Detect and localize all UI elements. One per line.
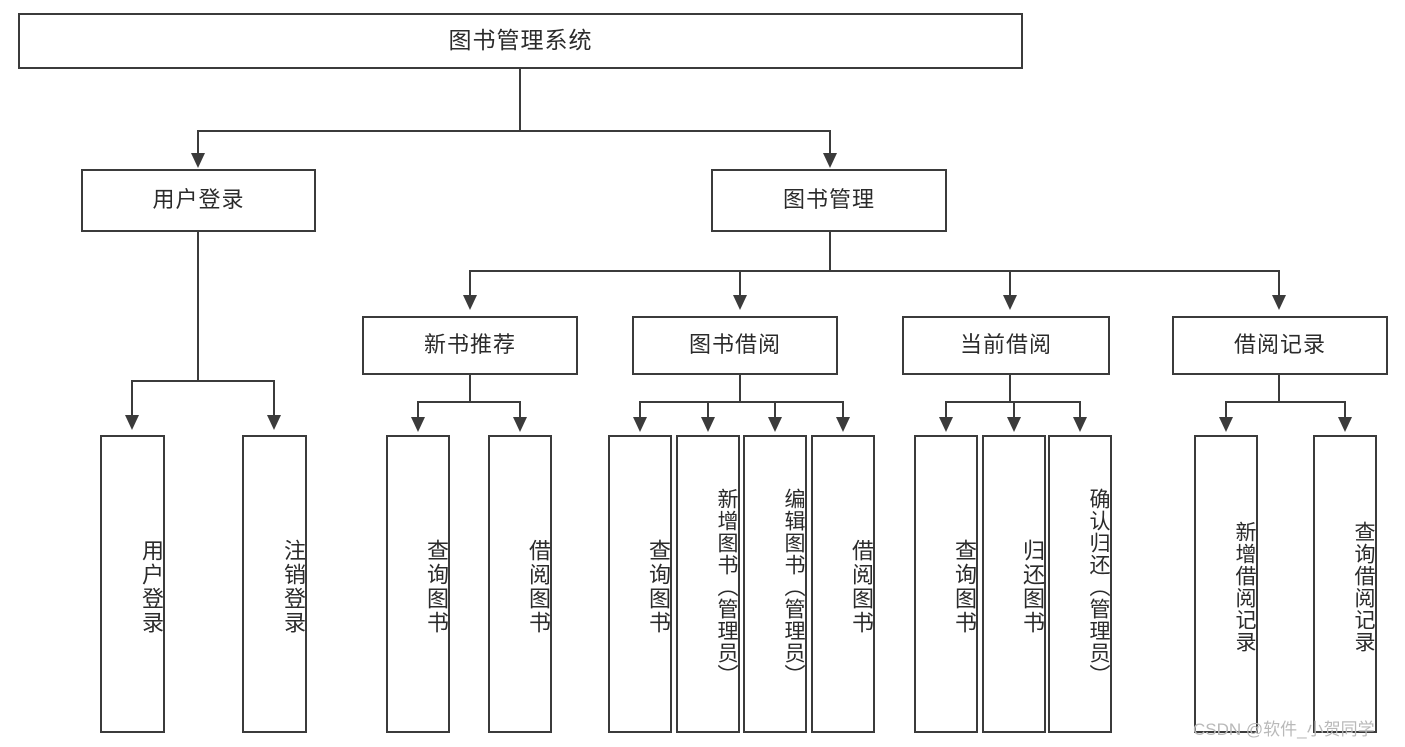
connector-user-login-to-leaf-2 [273,380,275,417]
node-label: 新书推荐 [423,332,516,358]
node-label: 归还图书 [1020,539,1045,635]
connector-borrow-record-bus [1226,401,1346,403]
arrowhead-book-borrow [733,295,747,310]
leaf-br-query-record[interactable]: 查询借阅记录 [1313,435,1377,733]
connector-book-borrow-stem [739,375,741,402]
leaf-bb-query-book[interactable]: 查询图书 [608,435,672,733]
node-label: 新增图书（管理员） [715,488,738,686]
node-label: 用户登录 [152,187,245,213]
node-current-borrow[interactable]: 当前借阅 [902,316,1110,375]
connector-br-leaf-2 [1344,401,1346,419]
node-label: 查询图书 [646,539,671,635]
arrowhead-new-book-recommend [463,295,477,310]
leaf-bb-edit-book-admin[interactable]: 编辑图书（管理员） [743,435,807,733]
arrowhead-root-to-user-login [191,153,205,168]
connector-cb-leaf-2 [1013,401,1015,419]
connector-root-bus [198,130,831,132]
arrowhead-root-to-book-management [823,153,837,168]
leaf-bb-add-book-admin[interactable]: 新增图书（管理员） [676,435,740,733]
connector-bb-leaf-1 [639,401,641,419]
node-label: 用户登录 [139,539,164,635]
connector-current-borrow-stem [1009,375,1011,402]
connector-book-borrow-bus [640,401,843,403]
node-new-book-recommend[interactable]: 新书推荐 [362,316,578,375]
arrowhead-br-leaf-1 [1219,417,1233,432]
node-book-management[interactable]: 图书管理 [711,169,947,232]
node-label: 新增借阅记录 [1233,521,1256,653]
node-label: 查询借阅记录 [1352,521,1375,653]
node-label: 注销登录 [281,539,306,635]
node-book-borrow[interactable]: 图书借阅 [632,316,838,375]
node-borrow-record[interactable]: 借阅记录 [1172,316,1388,375]
node-label: 确认归还（管理员） [1087,488,1110,686]
connector-borrow-record-stem [1278,375,1280,402]
arrowhead-cb-leaf-3 [1073,417,1087,432]
connector-new-book-recommend-stem [469,375,471,402]
arrowhead-user-login-leaf-1 [125,415,139,430]
node-label: 图书借阅 [688,332,781,358]
connector-to-borrow-record [1278,270,1280,297]
connector-cb-leaf-3 [1079,401,1081,419]
connector-book-management-stem [829,232,831,272]
arrowhead-borrow-record [1272,295,1286,310]
arrowhead-bb-leaf-4 [836,417,850,432]
arrowhead-cb-leaf-2 [1007,417,1021,432]
leaf-user-login-logout[interactable]: 注销登录 [242,435,307,733]
leaf-user-login-login[interactable]: 用户登录 [100,435,165,733]
node-label: 图书管理系统 [448,27,593,54]
connector-bb-leaf-2 [707,401,709,419]
node-root-book-management-system[interactable]: 图书管理系统 [18,13,1023,69]
leaf-nbr-borrow-book[interactable]: 借阅图书 [488,435,552,733]
connector-bb-leaf-3 [774,401,776,419]
arrowhead-nbr-leaf-1 [411,417,425,432]
connector-nbr-leaf-1 [417,401,419,419]
connector-bb-leaf-4 [842,401,844,419]
node-label: 查询图书 [952,539,977,635]
connector-user-login-to-leaf-1 [131,380,133,417]
arrowhead-bb-leaf-3 [768,417,782,432]
leaf-nbr-query-book[interactable]: 查询图书 [386,435,450,733]
arrowhead-bb-leaf-1 [633,417,647,432]
node-label: 借阅记录 [1233,332,1326,358]
arrowhead-user-login-leaf-2 [267,415,281,430]
arrowhead-br-leaf-2 [1338,417,1352,432]
connector-nbr-leaf-2 [519,401,521,419]
connector-to-current-borrow [1009,270,1011,297]
node-label: 图书管理 [782,187,875,213]
leaf-bb-borrow-book[interactable]: 借阅图书 [811,435,875,733]
leaf-cb-return-book[interactable]: 归还图书 [982,435,1046,733]
node-label: 当前借阅 [959,332,1052,358]
leaf-cb-confirm-return-admin[interactable]: 确认归还（管理员） [1048,435,1112,733]
arrowhead-cb-leaf-1 [939,417,953,432]
csdn-watermark: CSDN @软件_小贺同学 [1193,715,1375,740]
connector-root-stem [519,69,521,131]
leaf-br-add-record[interactable]: 新增借阅记录 [1194,435,1258,733]
connector-new-book-recommend-bus [418,401,521,403]
connector-root-to-book-management [829,130,831,156]
node-label: 编辑图书（管理员） [782,488,805,686]
node-label: 查询图书 [424,539,449,635]
node-label: 借阅图书 [849,539,874,635]
connector-user-login-bus [132,380,274,382]
connector-br-leaf-1 [1225,401,1227,419]
arrowhead-nbr-leaf-2 [513,417,527,432]
watermark-label: CSDN @软件_小贺同学 [1193,720,1375,739]
connector-root-to-user-login [197,130,199,156]
leaf-cb-query-book[interactable]: 查询图书 [914,435,978,733]
arrowhead-bb-leaf-2 [701,417,715,432]
connector-to-new-book-recommend [469,270,471,297]
connector-level3-bus [469,270,1280,272]
node-label: 借阅图书 [526,539,551,635]
arrowhead-current-borrow [1003,295,1017,310]
connector-to-book-borrow [739,270,741,297]
connector-cb-leaf-1 [945,401,947,419]
connector-user-login-stem [197,232,199,381]
node-user-login[interactable]: 用户登录 [81,169,316,232]
